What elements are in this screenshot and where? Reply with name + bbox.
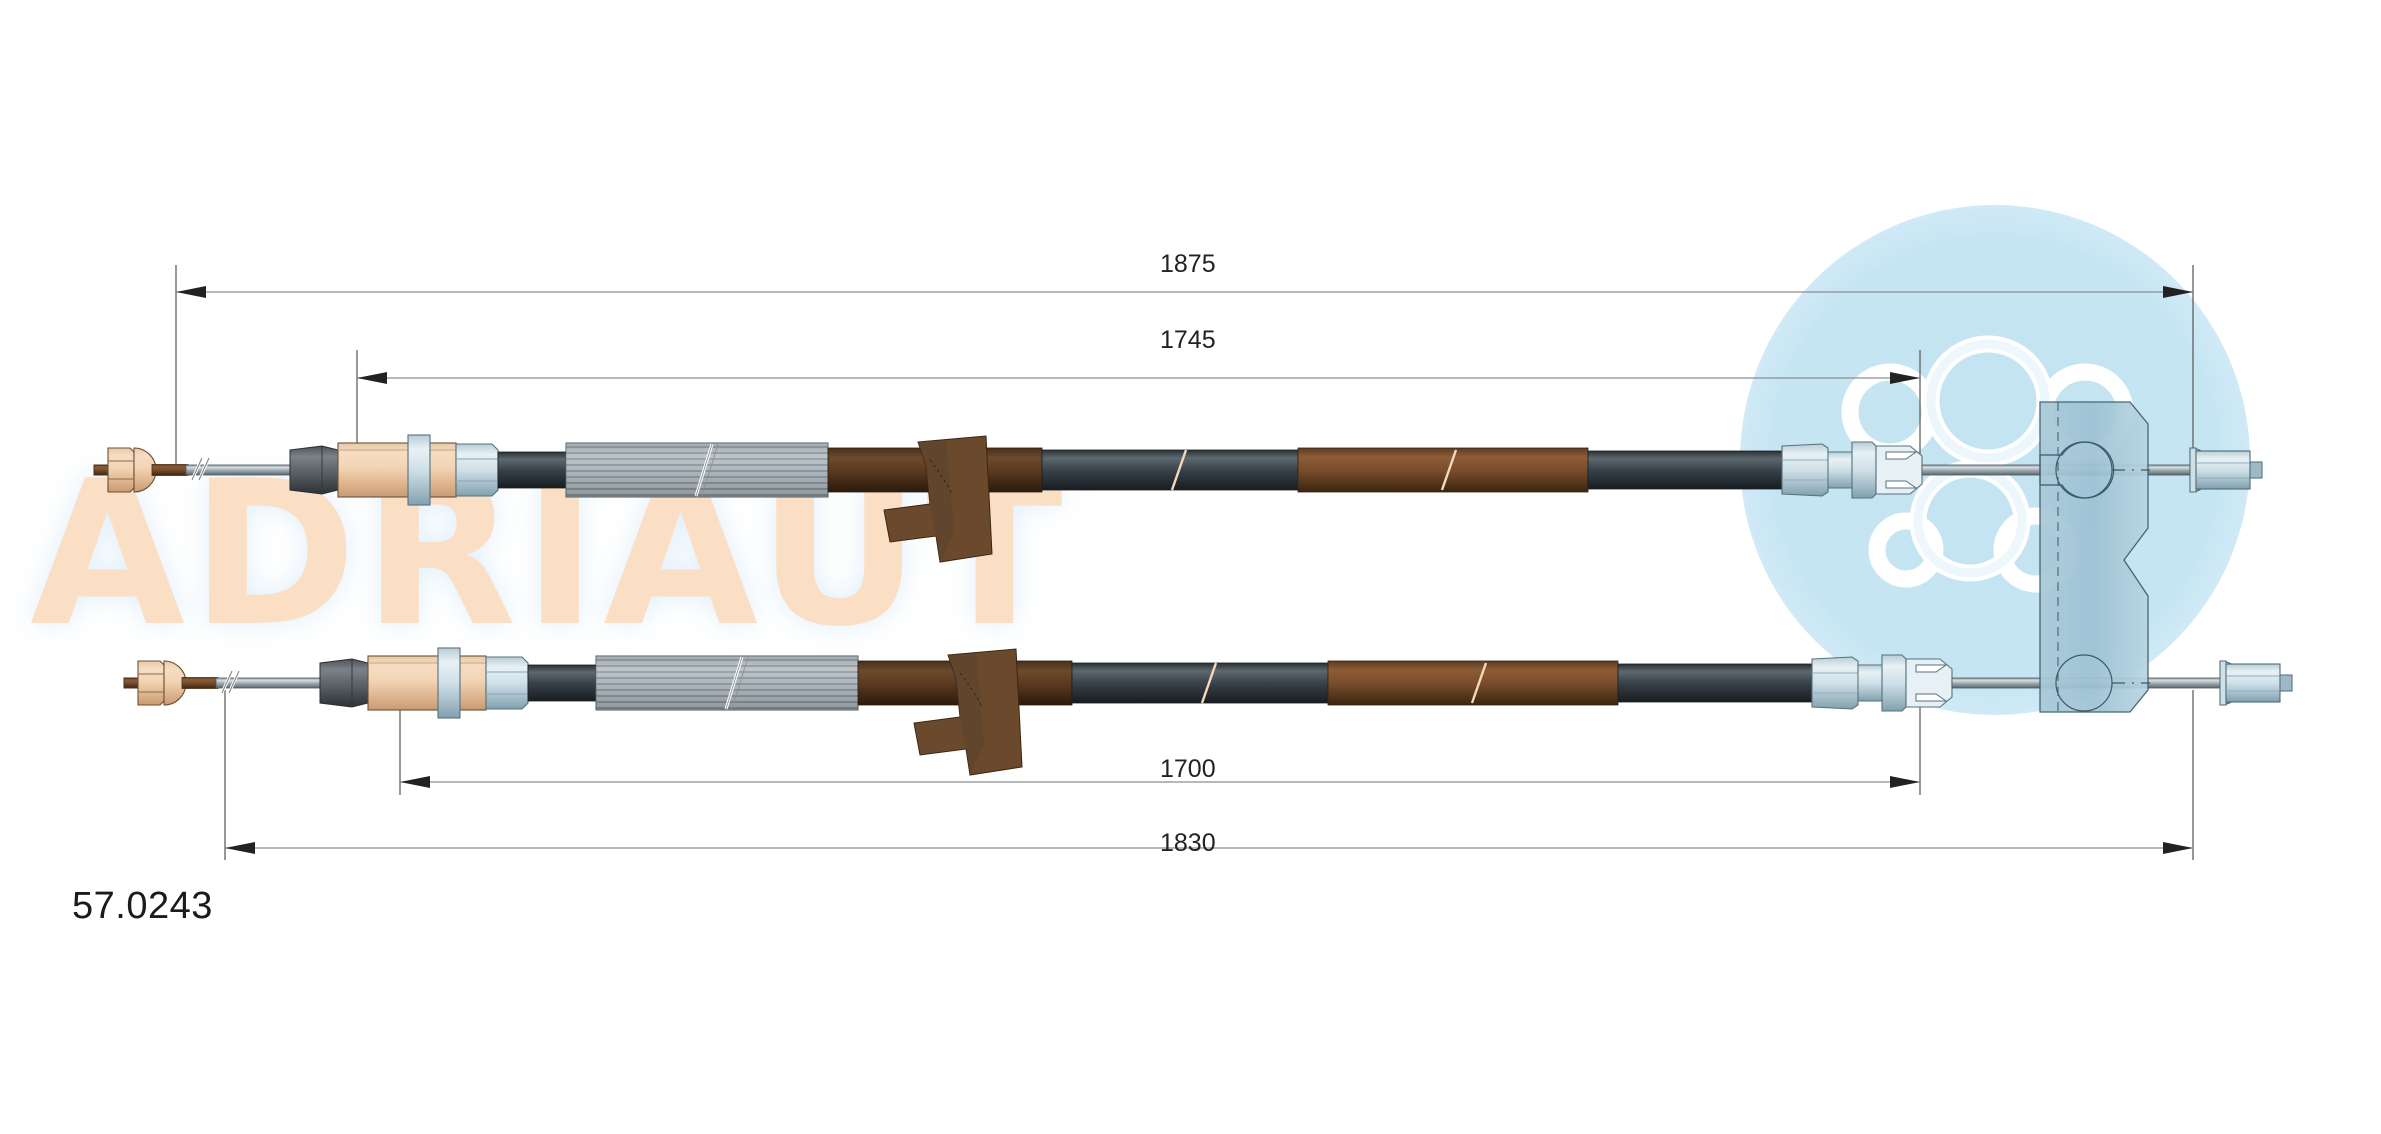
dimension-label-1830: 1830	[1160, 829, 1216, 857]
dim-1700	[399, 700, 1921, 795]
mounting-plate	[2039, 401, 2150, 713]
dimension-label-1745: 1745	[1160, 326, 1216, 354]
dim-1830	[224, 690, 2194, 860]
dimension-label-1700: 1700	[1160, 755, 1216, 783]
dimension-label-1875: 1875	[1160, 250, 1216, 278]
upper-cable-assembly	[92, 433, 2264, 564]
part-number-label: 57.0243	[72, 885, 213, 927]
dim-1875	[175, 265, 2194, 468]
